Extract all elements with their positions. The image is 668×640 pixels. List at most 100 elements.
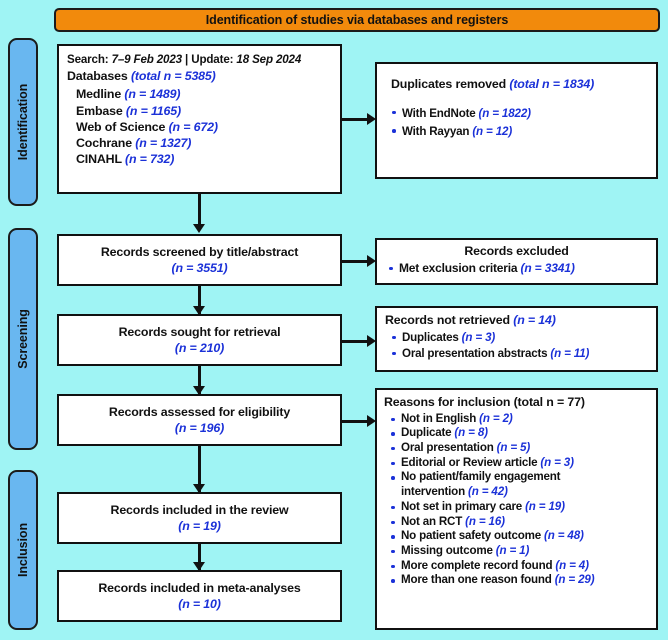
not-retrieved-list: Duplicates (n = 3) Oral presentation abs… xyxy=(385,330,648,362)
database-source-count: (n = 1165) xyxy=(125,103,182,118)
records-screened-title: Records screened by title/abstract xyxy=(100,245,299,260)
box-duplicates-removed: Duplicates removed (total n = 1834) With… xyxy=(375,62,658,179)
list-item: Not set in primary care (n = 19) xyxy=(384,500,648,515)
list-item-count: (n = 29) xyxy=(554,573,595,587)
reasons-title: Reasons for inclusion (total n = 77) xyxy=(384,395,585,409)
database-source-name: CINAHL xyxy=(76,151,122,166)
list-item-count: (n = 1) xyxy=(495,543,530,557)
list-item-label: Met exclusion criteria xyxy=(399,260,518,275)
database-source-count: (n = 732) xyxy=(124,151,175,166)
list-item: Oral presentation (n = 5) xyxy=(384,441,648,456)
box-included-in-review: Records included in the review (n = 19) xyxy=(57,492,342,544)
stage-label-inclusion: Inclusion xyxy=(8,470,38,630)
list-item-count: (n = 42) xyxy=(467,485,508,499)
box-databases: Search: 7–9 Feb 2023 | Update: 18 Sep 20… xyxy=(57,44,342,194)
list-item-label: Not in English xyxy=(401,411,477,425)
records-screened-count: (n = 3551) xyxy=(171,260,228,275)
list-item: Oral presentation abstracts (n = 11) xyxy=(385,346,648,362)
database-source-row: CINAHL (n = 732) xyxy=(67,151,332,167)
stage-label-screening: Screening xyxy=(8,228,38,450)
stage-label-identification-text: Identification xyxy=(16,83,31,161)
list-item-label: Duplicates xyxy=(402,330,459,344)
reasons-list-continued: Not set in primary care (n = 19) Not an … xyxy=(384,500,648,588)
included-review-count: (n = 19) xyxy=(178,518,221,533)
list-item-label: More than one reason found xyxy=(401,573,552,587)
list-item-label: More complete record found xyxy=(401,558,553,572)
list-item: No patient safety outcome (n = 48) xyxy=(384,529,648,544)
records-assessed-title: Records assessed for eligibility xyxy=(108,405,291,420)
header-title: Identification of studies via databases … xyxy=(205,13,509,27)
not-retrieved-total: (n = 14) xyxy=(513,313,556,327)
list-item-label: Not set in primary care xyxy=(401,499,523,513)
list-item-count: (n = 19) xyxy=(525,499,565,513)
list-item-label: Not an RCT xyxy=(401,514,463,528)
records-excluded-title: Records excluded xyxy=(464,244,569,258)
list-item: Editorial or Review article (n = 3) xyxy=(384,456,648,471)
database-source-row: Medline (n = 1489) xyxy=(67,86,332,102)
search-separator: | xyxy=(185,53,189,66)
records-sought-title: Records sought for retrieval xyxy=(118,325,281,340)
not-retrieved-heading-row: Records not retrieved (n = 14) xyxy=(385,313,648,328)
list-item-label-cont: intervention xyxy=(401,485,465,499)
database-source-row: Embase (n = 1165) xyxy=(67,103,332,119)
box-records-assessed: Records assessed for eligibility (n = 19… xyxy=(57,394,342,446)
list-item-count: (n = 2) xyxy=(479,411,513,425)
list-item-count: (n = 48) xyxy=(543,529,584,543)
database-source-count: (n = 1327) xyxy=(135,135,192,150)
search-dates-row: Search: 7–9 Feb 2023 | Update: 18 Sep 20… xyxy=(67,51,332,68)
list-item-count: (n = 16) xyxy=(465,514,505,528)
update-label: Update: xyxy=(191,53,234,66)
list-item: With Rayyan (n = 12) xyxy=(385,123,648,142)
database-source-name: Medline xyxy=(76,87,122,102)
box-reasons-for-inclusion: Reasons for inclusion (total n = 77) Not… xyxy=(375,388,658,630)
records-sought-count: (n = 210) xyxy=(174,340,225,355)
list-item-label: Oral presentation xyxy=(401,440,494,454)
not-retrieved-title: Records not retrieved xyxy=(385,313,510,327)
list-item-count: (n = 8) xyxy=(454,426,488,440)
update-date: 18 Sep 2024 xyxy=(236,53,302,66)
records-assessed-count: (n = 196) xyxy=(174,420,225,435)
records-excluded-list: Met exclusion criteria (n = 3341) xyxy=(385,261,648,276)
database-source-row: Web of Science (n = 672) xyxy=(67,119,332,135)
list-item: Duplicates (n = 3) xyxy=(385,330,648,346)
database-source-name: Web of Science xyxy=(76,119,166,134)
duplicates-title: Duplicates removed xyxy=(391,77,507,91)
list-item-label: With Rayyan xyxy=(402,125,470,139)
box-records-not-retrieved: Records not retrieved (n = 14) Duplicate… xyxy=(375,306,658,372)
database-source-count: (n = 1489) xyxy=(124,87,181,102)
stage-label-inclusion-text: Inclusion xyxy=(16,523,30,577)
included-meta-count: (n = 10) xyxy=(178,596,221,611)
stage-label-identification: Identification xyxy=(8,38,38,206)
databases-total: (total n = 5385) xyxy=(130,69,216,84)
list-item-count: (n = 12) xyxy=(472,125,513,139)
database-source-name: Cochrane xyxy=(76,135,132,150)
list-item-count: (n = 11) xyxy=(550,346,590,360)
list-item: Not in English (n = 2) xyxy=(384,412,648,427)
reasons-list: Not in English (n = 2) Duplicate (n = 8)… xyxy=(384,412,648,486)
included-review-title: Records included in the review xyxy=(110,503,289,518)
list-item-label: Missing outcome xyxy=(401,543,493,557)
box-records-sought: Records sought for retrieval (n = 210) xyxy=(57,314,342,366)
included-meta-title: Records included in meta-analyses xyxy=(98,581,301,596)
duplicates-total: (total n = 1834) xyxy=(509,77,595,91)
databases-heading: Databases xyxy=(67,69,128,84)
list-item: Met exclusion criteria (n = 3341) xyxy=(385,261,648,276)
search-label: Search: xyxy=(67,53,109,66)
box-records-excluded: Records excluded Met exclusion criteria … xyxy=(375,238,658,285)
list-item-count: (n = 3) xyxy=(461,330,496,344)
list-item: More complete record found (n = 4) xyxy=(384,559,648,574)
list-item-label: No patient/family engagement xyxy=(401,470,561,484)
list-item-label: Duplicate xyxy=(401,426,452,440)
stage-label-screening-text: Screening xyxy=(16,309,31,369)
list-item: Duplicate (n = 8) xyxy=(384,426,648,441)
duplicates-heading-row: Duplicates removed (total n = 1834) xyxy=(385,77,648,92)
list-item-count: (n = 5) xyxy=(496,440,531,454)
header-banner: Identification of studies via databases … xyxy=(54,8,660,32)
reasons-item-continuation: intervention (n = 42) xyxy=(384,485,648,500)
list-item-label: With EndNote xyxy=(402,106,476,120)
database-source-count: (n = 672) xyxy=(168,119,218,134)
database-source-name: Embase xyxy=(76,103,123,118)
list-item: Not an RCT (n = 16) xyxy=(384,515,648,530)
list-item-count: (n = 3) xyxy=(540,455,574,469)
